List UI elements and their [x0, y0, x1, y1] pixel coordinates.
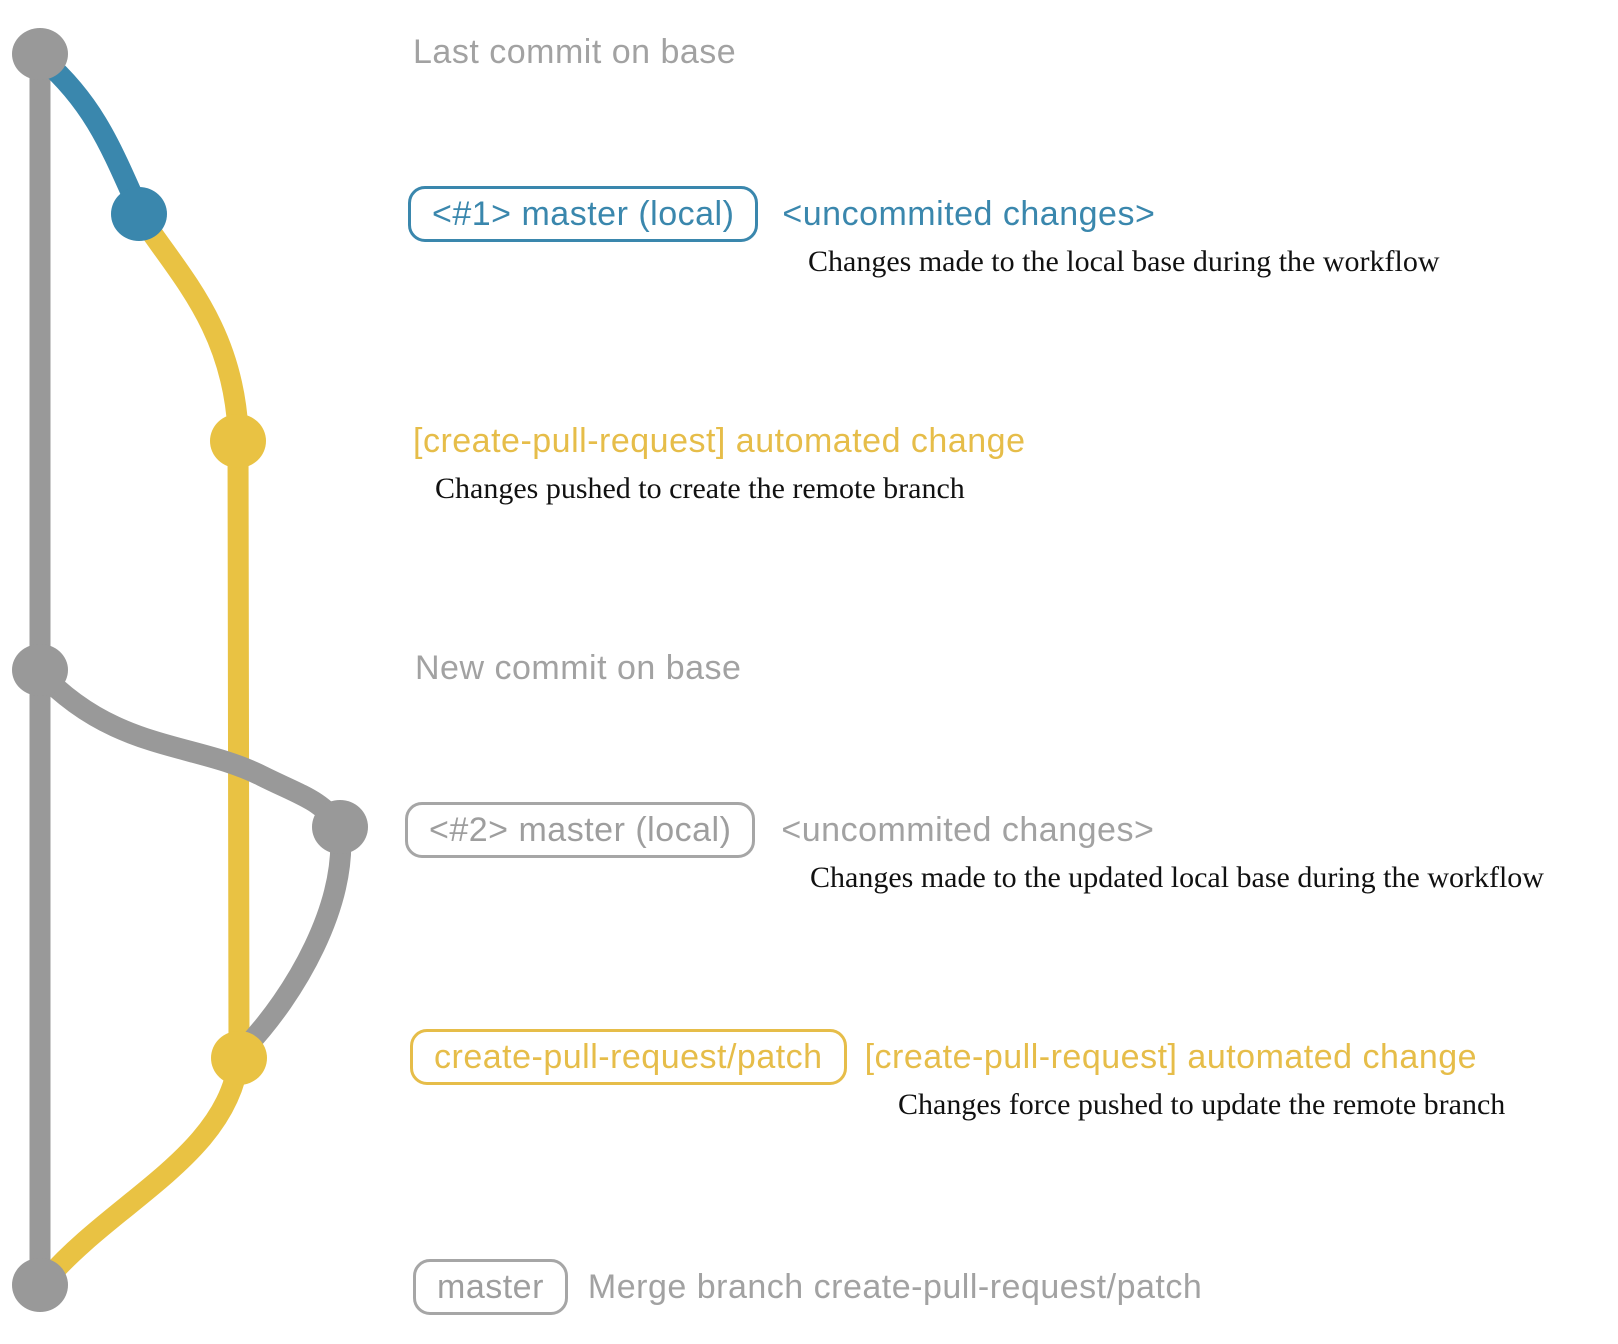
label-new-commit-on-base: New commit on base — [415, 649, 742, 687]
branch-line-create-pull-request-patch — [128, 203, 250, 1069]
label-uncommited-changes-2: <uncommited changes> — [781, 811, 1155, 849]
git-graph-svg — [12, 28, 368, 1312]
row-create-pull-request-patch: create-pull-request/patch [create-pull-r… — [410, 1029, 1477, 1085]
branch-tag-master-local-1: <#1> master (local) — [408, 186, 759, 242]
commit-node-new-commit-on-base — [12, 644, 68, 696]
note-local-changes-1: Changes made to the local base during th… — [808, 245, 1440, 278]
branch-line-local-master-2 — [29, 661, 351, 838]
branch-tag-create-pull-request-patch: create-pull-request/patch — [410, 1029, 847, 1085]
branch-line-patch-merge — [35, 1047, 250, 1291]
commit-node-uncommitted-changes-2 — [312, 800, 368, 854]
note-push-remote-branch: Changes pushed to create the remote bran… — [435, 472, 965, 505]
row-local-master-1: <#1> master (local) <uncommited changes> — [408, 186, 1155, 242]
row-local-master-2: <#2> master (local) <uncommited changes> — [405, 802, 1154, 858]
branch-line-local-master-1 — [33, 49, 150, 221]
commit-node-automated-change-2 — [211, 1031, 267, 1085]
label-automated-change-2: [create-pull-request] automated change — [864, 1038, 1478, 1076]
branch-line-local-master-2-merge — [234, 816, 352, 1059]
label-merge-branch-message: Merge branch create-pull-request/patch — [587, 1268, 1203, 1306]
note-force-push-remote-branch: Changes force pushed to update the remot… — [898, 1088, 1506, 1121]
commit-node-merge-commit — [12, 1258, 68, 1312]
row-merge-master: master Merge branch create-pull-request/… — [413, 1259, 1202, 1315]
branch-tag-master-local-2: <#2> master (local) — [405, 802, 756, 858]
note-local-changes-2: Changes made to the updated local base d… — [810, 861, 1544, 894]
commit-node-uncommitted-changes-1 — [111, 187, 167, 241]
label-uncommited-changes-1: <uncommited changes> — [782, 195, 1156, 233]
label-automated-change-1: [create-pull-request] automated change — [413, 422, 1026, 460]
commit-node-automated-change-1 — [210, 414, 266, 468]
commit-node-last-commit-on-base — [12, 28, 68, 80]
branch-tag-master: master — [413, 1259, 568, 1315]
label-last-commit-on-base: Last commit on base — [413, 33, 737, 71]
